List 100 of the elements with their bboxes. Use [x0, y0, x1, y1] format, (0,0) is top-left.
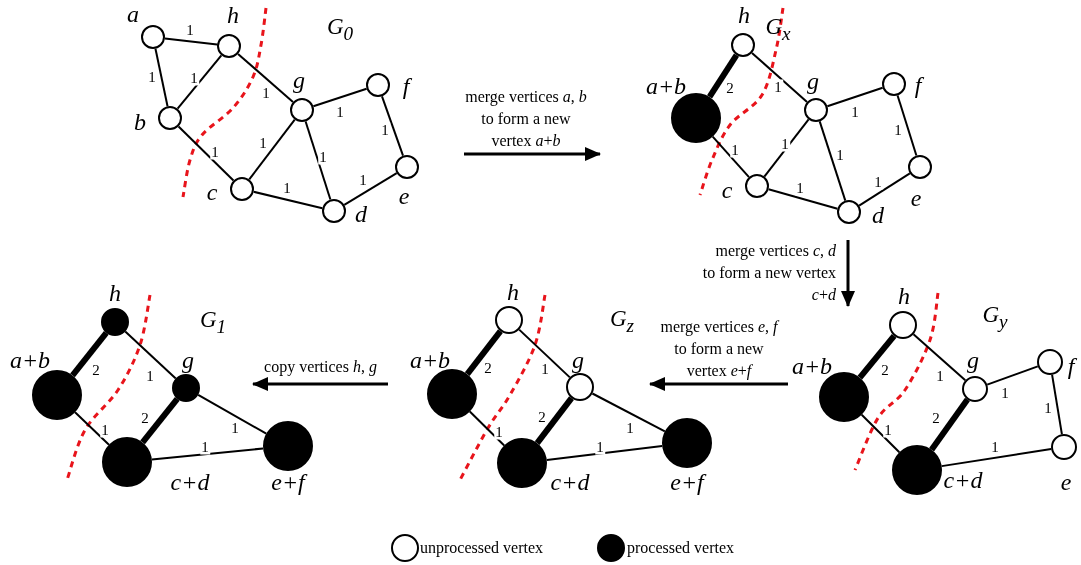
- edge-weight: 1: [873, 174, 883, 190]
- graph-title: G$_{z}$: [609, 307, 635, 337]
- graph-edge: [767, 188, 839, 210]
- graph-edge: [248, 118, 296, 181]
- edge-weight: 1: [282, 180, 292, 196]
- graph-edge: [124, 330, 177, 380]
- vertex-label: b: [134, 110, 146, 134]
- edge-weight: 1: [380, 122, 390, 138]
- edge-weight: 1: [100, 422, 110, 438]
- graph-title: G$_{y}$: [982, 303, 1008, 333]
- vertex-label: g: [572, 348, 584, 372]
- edge-weight: 1: [780, 136, 790, 152]
- vertex-label: a+b: [409, 348, 451, 372]
- graph-edge: [940, 448, 1053, 468]
- edge-weight: 1: [358, 172, 368, 188]
- edge-weight: 1: [147, 69, 157, 85]
- graph-title: G$_{x}$: [765, 15, 791, 45]
- vertex-label: g: [182, 348, 194, 372]
- graph-edge: [163, 37, 219, 46]
- vertex-label: c: [206, 180, 218, 204]
- vertex-label: d: [872, 203, 884, 227]
- graph-edge: [591, 392, 666, 433]
- vertex-label: c+d: [550, 470, 590, 494]
- vertex-label: a+b: [791, 354, 833, 378]
- vertex-label: c: [721, 178, 733, 202]
- step-description: merge vertices c, d to form a new vertex c+d: [701, 241, 836, 305]
- vertex-label: f: [914, 73, 922, 97]
- vertex-label: g: [807, 69, 819, 93]
- vertex-label: c+d: [170, 470, 210, 494]
- graph-edge: [818, 120, 847, 202]
- graph-edge: [860, 413, 901, 454]
- edge-weight: 1: [893, 122, 903, 138]
- graph-edge: [176, 54, 223, 110]
- vertex-label: c+d: [943, 468, 983, 492]
- graph-edge: [711, 135, 750, 179]
- edge-weight: 1: [335, 104, 345, 120]
- edge-weight: 1: [595, 439, 605, 455]
- edge-weight: 2: [140, 410, 150, 426]
- edge-weight: 2: [931, 410, 941, 426]
- edge-weight: 1: [145, 368, 155, 384]
- vertex-label: g: [293, 68, 305, 92]
- edge-weight: 1: [318, 149, 328, 165]
- legend-text: unprocessed vertex: [420, 540, 544, 556]
- vertex-label: f: [1067, 354, 1075, 378]
- graph-edge: [912, 333, 967, 382]
- graph-edge: [707, 53, 740, 99]
- graph-edge: [1051, 373, 1063, 436]
- vertex-label: e: [398, 184, 410, 208]
- graph-edge: [518, 328, 571, 379]
- graph-edge: [763, 118, 810, 178]
- edge-weight: 2: [537, 409, 547, 425]
- edge-weight: 1: [261, 85, 271, 101]
- graph-edge: [857, 333, 897, 380]
- edge-weight: 2: [880, 362, 890, 378]
- graph-edge: [750, 52, 809, 103]
- edge-weight: 1: [494, 424, 504, 440]
- vertex-label: f: [402, 74, 410, 98]
- vertex-label: a+b: [645, 74, 687, 98]
- edge-weight: 2: [91, 362, 101, 378]
- vertex-label: e: [1060, 470, 1072, 494]
- graph-edge: [304, 120, 332, 201]
- graph-edge: [929, 397, 970, 452]
- step-description: copy vertices h, g: [263, 357, 378, 378]
- graph-edge: [140, 397, 180, 445]
- edge-weight: 1: [990, 439, 1000, 455]
- graph-edge: [343, 172, 398, 206]
- graph-edge: [154, 47, 169, 108]
- vertex-label: h: [738, 3, 750, 27]
- graph-title: G$_{0}$: [326, 15, 354, 45]
- step-description: merge vertices e, f to form a new vertex e+f: [659, 317, 781, 382]
- vertex-label: h: [227, 3, 239, 27]
- graph-edge: [150, 447, 265, 461]
- edge-weight: 1: [1000, 385, 1010, 401]
- edge-weight: 1: [773, 79, 783, 95]
- graph-edge: [534, 396, 574, 445]
- graph-title: G$_{1}$: [199, 308, 227, 338]
- edge-weight: 1: [200, 439, 210, 455]
- legend-text: processed vertex: [627, 540, 735, 556]
- edge-weight: 1: [835, 147, 845, 163]
- edge-weight: 1: [1043, 400, 1053, 416]
- graph-edge: [237, 52, 294, 104]
- graph-edge: [468, 410, 506, 447]
- vertex-label: g: [967, 348, 979, 372]
- edge-weight: 1: [185, 22, 195, 38]
- graph-edge: [896, 94, 918, 157]
- graph-edge: [381, 95, 404, 157]
- vertex-label: e: [910, 186, 922, 210]
- graph-edge: [986, 365, 1039, 386]
- edge-weight: 1: [795, 180, 805, 196]
- graph-edge: [177, 125, 235, 182]
- edge-weight: 1: [730, 142, 740, 158]
- graph-edge: [858, 172, 911, 207]
- graph-edge: [197, 393, 268, 435]
- edge-weight: 1: [189, 70, 199, 86]
- vertex-label: d: [355, 202, 367, 226]
- vertex-label: h: [109, 281, 121, 305]
- edge-weight: 1: [850, 104, 860, 120]
- graph-edge: [252, 190, 324, 210]
- edge-weight: 1: [883, 422, 893, 438]
- graph-edge: [545, 445, 664, 461]
